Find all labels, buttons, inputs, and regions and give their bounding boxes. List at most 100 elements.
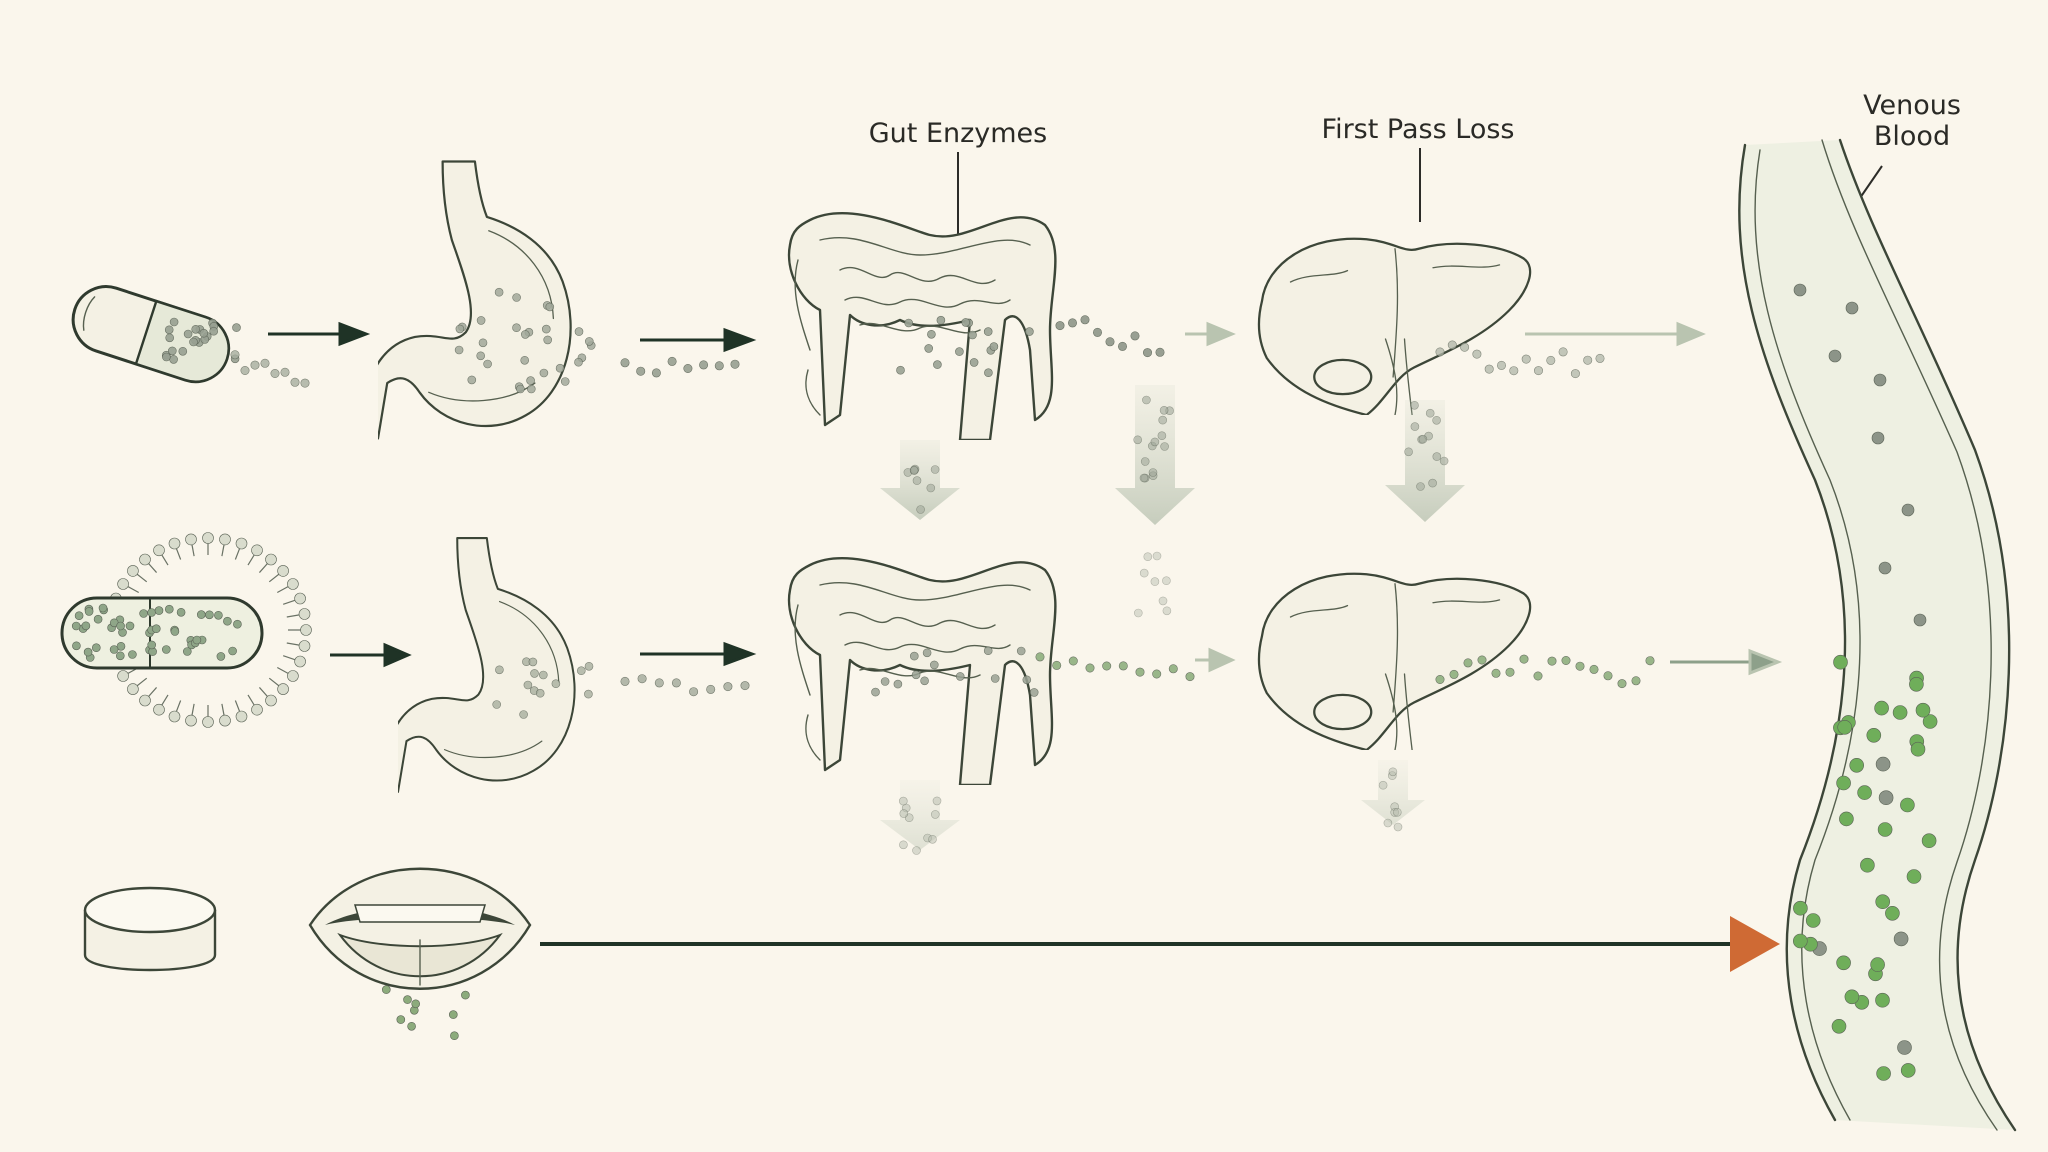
particle xyxy=(468,376,476,384)
particle xyxy=(707,685,715,693)
particle xyxy=(117,622,125,630)
particle xyxy=(1547,356,1555,364)
particle xyxy=(1806,914,1820,928)
particle xyxy=(529,658,537,666)
particle xyxy=(539,671,547,679)
particle xyxy=(1878,823,1892,837)
particle xyxy=(278,684,289,695)
particle xyxy=(1068,319,1076,327)
particle xyxy=(931,810,939,818)
particle xyxy=(1144,553,1152,561)
particle xyxy=(1460,343,1468,351)
particle xyxy=(278,565,289,576)
particle xyxy=(655,679,663,687)
particle xyxy=(1492,669,1500,677)
particle xyxy=(1053,661,1061,669)
particle xyxy=(715,362,723,370)
particle xyxy=(75,612,83,620)
particle xyxy=(184,330,192,338)
particle xyxy=(170,355,178,363)
particle xyxy=(1793,934,1807,948)
particle xyxy=(186,534,197,545)
particle xyxy=(299,641,310,652)
particle xyxy=(652,369,660,377)
particle xyxy=(552,680,560,688)
particle xyxy=(1450,670,1458,678)
particle xyxy=(1429,479,1437,487)
particle xyxy=(1898,1041,1912,1055)
particle xyxy=(930,661,938,669)
particle xyxy=(1872,432,1884,444)
particle xyxy=(937,316,945,324)
particle xyxy=(281,368,289,376)
particle xyxy=(1433,453,1441,461)
particle xyxy=(170,318,178,326)
particle xyxy=(266,695,277,706)
particle xyxy=(575,358,583,366)
particle xyxy=(1794,284,1806,296)
particle xyxy=(223,617,231,625)
particle xyxy=(913,477,921,485)
particle xyxy=(927,484,935,492)
particle xyxy=(1534,366,1542,374)
particle xyxy=(1522,355,1530,363)
particle xyxy=(183,648,191,656)
particle xyxy=(1134,436,1142,444)
particle xyxy=(1876,757,1890,771)
particle xyxy=(1548,657,1556,665)
particle xyxy=(1894,932,1908,946)
particle xyxy=(1023,676,1031,684)
particle xyxy=(408,1022,416,1030)
particle xyxy=(1411,423,1419,431)
particle xyxy=(637,367,645,375)
particle xyxy=(684,364,692,372)
particle xyxy=(638,675,646,683)
particle xyxy=(1411,401,1419,409)
particle xyxy=(1118,342,1126,350)
particle xyxy=(456,325,464,333)
particle xyxy=(1393,808,1401,816)
particle xyxy=(689,688,697,696)
particle xyxy=(927,330,935,338)
particle xyxy=(1839,812,1853,826)
particle xyxy=(154,545,165,556)
particle xyxy=(203,717,214,728)
particle xyxy=(1837,956,1851,970)
particle xyxy=(1902,504,1914,516)
particle xyxy=(990,343,998,351)
particle xyxy=(1119,662,1127,670)
intestine-icon xyxy=(789,213,1055,440)
liver-icon xyxy=(1259,574,1530,750)
particle xyxy=(1879,562,1891,574)
particle xyxy=(165,605,173,613)
particle xyxy=(1081,316,1089,324)
particle xyxy=(1478,656,1486,664)
particle xyxy=(872,688,880,696)
particle xyxy=(1153,552,1161,560)
particle xyxy=(477,316,485,324)
particle xyxy=(200,329,208,337)
particle xyxy=(1909,677,1923,691)
particle xyxy=(1559,348,1567,356)
mouth-icon xyxy=(310,869,530,989)
particle xyxy=(668,357,676,365)
particle xyxy=(724,682,732,690)
particle xyxy=(118,671,129,682)
particle xyxy=(1405,448,1413,456)
particle xyxy=(561,378,569,386)
particle xyxy=(881,678,889,686)
particle xyxy=(1464,659,1472,667)
particle xyxy=(1858,786,1872,800)
particle xyxy=(217,652,225,660)
particle xyxy=(1506,668,1514,676)
particle xyxy=(899,797,907,805)
particle xyxy=(301,379,309,387)
particle xyxy=(210,327,218,335)
particle xyxy=(233,620,241,628)
particle xyxy=(1584,356,1592,364)
particle xyxy=(1618,679,1626,687)
particle xyxy=(1160,406,1168,414)
particle xyxy=(404,996,412,1004)
liposome-capsule-icon xyxy=(62,533,312,728)
particle xyxy=(546,303,554,311)
